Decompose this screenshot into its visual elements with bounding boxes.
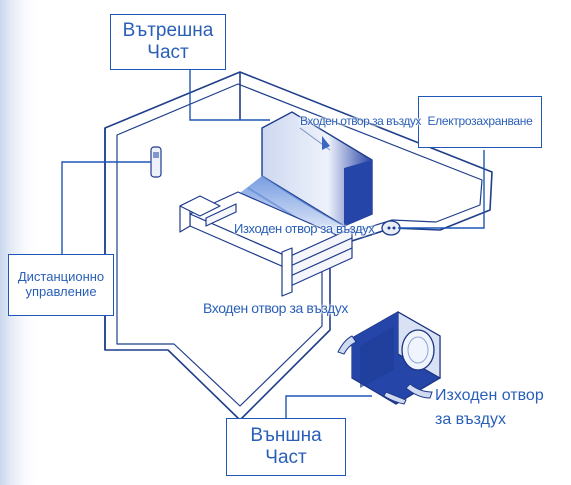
power-supply-text: Електрозахранване (427, 115, 532, 129)
indoor-unit-line1: Вътрешна (123, 20, 214, 42)
outdoor-unit (352, 312, 440, 404)
outdoor-unit-line1: Външна (250, 425, 321, 447)
remote-control-line1: Дистанционно (18, 270, 104, 285)
power-outlet (382, 221, 400, 235)
indoor-air-outlet-label: Изходен отвор за въздух (234, 221, 374, 236)
power-supply-callout: Електрозахранване (418, 96, 542, 148)
remote-control-line2: управление (25, 285, 96, 300)
indoor-air-inlet-label: Входен отвор за въздух (300, 114, 421, 128)
outdoor-air-outlet-label-line2: за въздух (435, 411, 506, 429)
indoor-unit-callout: Вътрешна Част (110, 14, 226, 70)
outdoor-unit-line2: Част (265, 447, 306, 469)
outdoor-air-inlet-label: Входен отвор за въздух (203, 300, 348, 316)
outdoor-air-outlet-label-line1: Изходен отвор (435, 387, 544, 405)
remote-control-callout: Дистанционно управление (8, 254, 114, 316)
side-glow (0, 0, 40, 485)
indoor-unit-line2: Част (147, 42, 188, 64)
outdoor-unit-callout: Външна Част (226, 418, 346, 476)
remote-control-device (151, 147, 161, 177)
